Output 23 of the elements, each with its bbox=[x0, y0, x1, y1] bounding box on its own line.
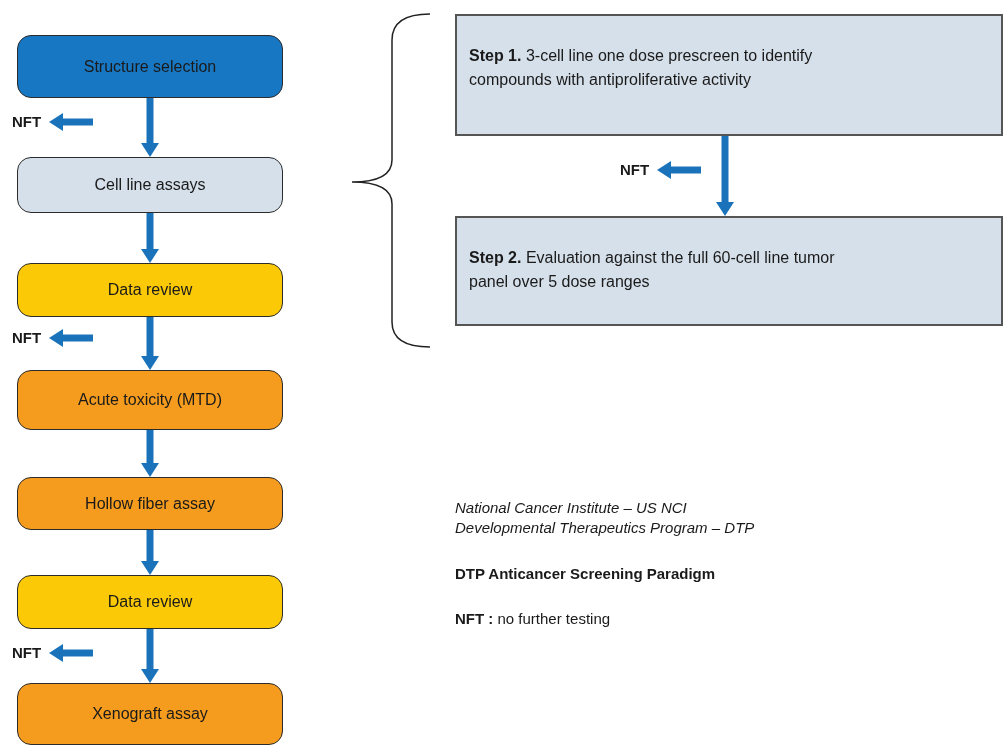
step-box: Step 2. Evaluation against the full 60-cell line tumor panel over 5 dose ranges bbox=[455, 216, 1003, 326]
block-arrow bbox=[141, 317, 159, 370]
process-box: Data review bbox=[17, 263, 283, 317]
process-box: Xenograft assay bbox=[17, 683, 283, 745]
nft-label: NFT bbox=[620, 158, 656, 182]
block-arrow bbox=[141, 530, 159, 575]
process-box: Data review bbox=[17, 575, 283, 629]
block-arrow bbox=[141, 98, 159, 157]
nft-label: NFT bbox=[12, 110, 48, 134]
process-box: Structure selection bbox=[17, 35, 283, 98]
nft-label: NFT bbox=[12, 641, 48, 665]
step-box: Step 1. 3-cell line one dose prescreen to identify compounds with antiproliferative activity bbox=[455, 14, 1003, 136]
block-arrow bbox=[716, 136, 734, 216]
block-arrow bbox=[141, 629, 159, 683]
nft-label: NFT bbox=[12, 326, 48, 350]
process-box: Hollow fiber assay bbox=[17, 477, 283, 530]
note-text: National Cancer Institute – US NCI Developmental Therapeutics Program – DTP bbox=[455, 498, 756, 538]
process-box: Cell line assays bbox=[17, 157, 283, 213]
block-arrow bbox=[141, 430, 159, 477]
block-arrow bbox=[141, 213, 159, 263]
note-text: DTP Anticancer Screening Paradigm bbox=[455, 564, 716, 584]
note-text: NFT : no further testing bbox=[455, 609, 611, 629]
process-box: Acute toxicity (MTD) bbox=[17, 370, 283, 430]
